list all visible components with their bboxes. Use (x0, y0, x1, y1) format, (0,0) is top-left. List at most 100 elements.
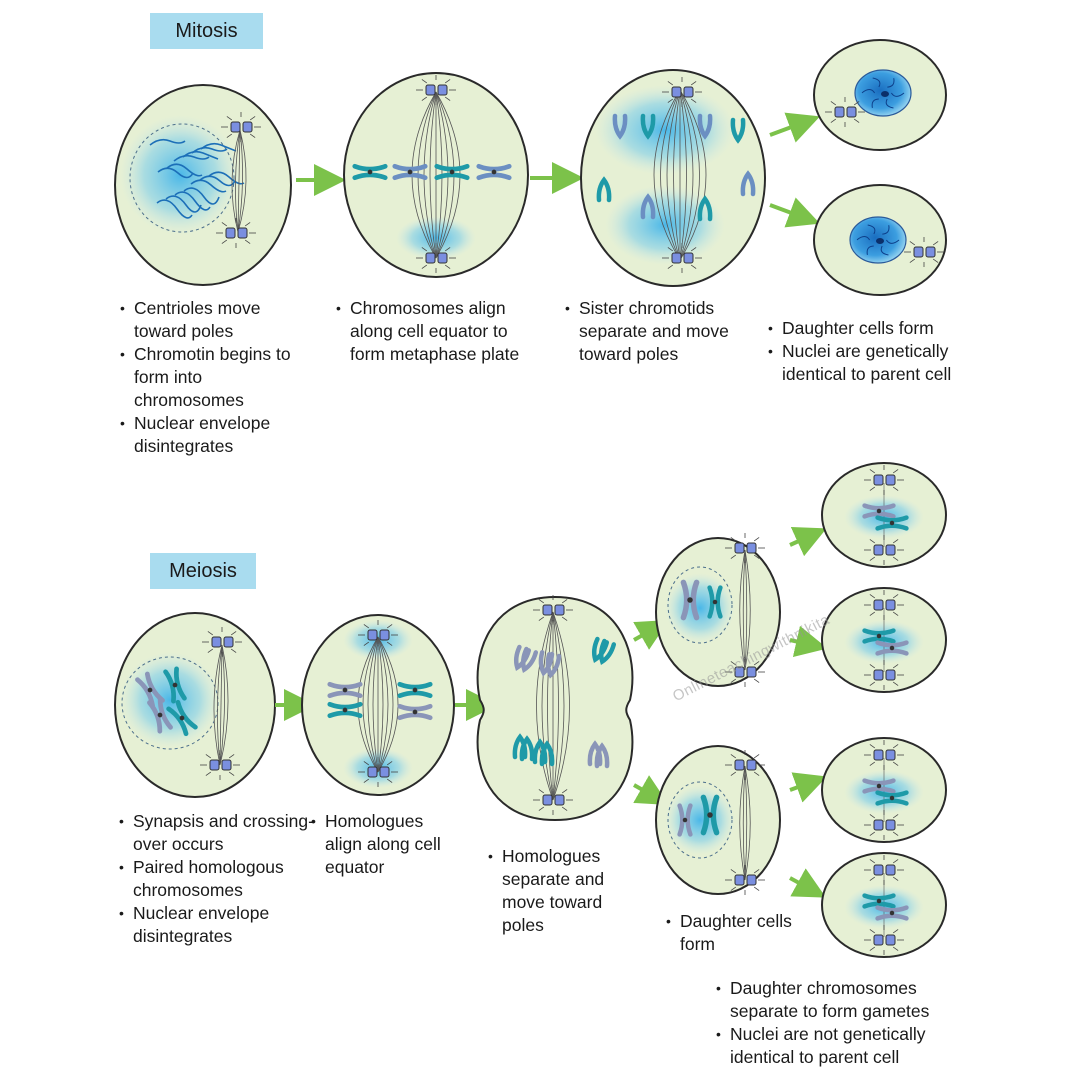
aster-ray (690, 264, 697, 269)
aster-ray (538, 616, 545, 621)
chromatid (862, 636, 896, 644)
chromatid (710, 794, 720, 836)
aster-ray (363, 624, 370, 629)
centromere (876, 633, 882, 639)
condensing-chromatin (165, 195, 202, 213)
centromere (682, 817, 688, 823)
chromatid (640, 193, 656, 220)
chromatid-arm (640, 193, 656, 220)
mitosis-step-4-notes: Daughter cells form Nuclei are genetical… (768, 317, 968, 386)
chromatid (875, 913, 909, 921)
chromatin (866, 245, 874, 255)
meiosis-step-1-notes: Synapsis and crossing-over occurs Paired… (119, 810, 319, 948)
aster-ray (892, 681, 899, 686)
centriole (873, 544, 884, 556)
chromatid-arm (513, 644, 532, 672)
aster-ray (561, 599, 568, 604)
aster-ray (892, 929, 899, 934)
aster-ray (690, 81, 697, 86)
chromatid (173, 666, 187, 701)
chromosome (677, 803, 693, 837)
spindle-fiber (237, 129, 247, 233)
aster-ray (444, 96, 451, 101)
centromere (889, 795, 895, 801)
nuclear-envelope (129, 123, 235, 233)
centriole (885, 669, 896, 681)
meiosis-step-5-notes: Daughter chromosomes separate to form ga… (716, 977, 976, 1069)
spindle-fiber (377, 636, 394, 773)
chromatid-arm (640, 113, 656, 140)
chromatid (875, 515, 909, 523)
aster-ray (561, 616, 568, 621)
condensing-chromatin (208, 171, 245, 185)
bullet: Synapsis and crossing-over occurs (119, 810, 319, 856)
centriole-pair (200, 750, 240, 780)
mitosis-cell-anaphase (580, 69, 766, 287)
aster-ray (421, 264, 428, 269)
aster-ray (753, 754, 760, 759)
aster-ray (421, 96, 428, 101)
chromatid (875, 905, 909, 913)
aster-ray (753, 771, 760, 776)
centromere (449, 169, 455, 175)
centromere (172, 682, 178, 688)
bullet: Daughter chromosomes separate to form ga… (716, 977, 976, 1023)
aster-ray (753, 678, 760, 683)
spindle-fiber (372, 636, 379, 773)
centriole (542, 794, 553, 806)
aster-ray (386, 641, 393, 646)
centriole-pair (864, 465, 904, 495)
chromatid (587, 740, 603, 767)
centromere (412, 687, 418, 693)
spindle-fiber (536, 611, 554, 801)
chromatid (434, 172, 470, 181)
mitosis-title: Mitosis (150, 13, 263, 49)
aster-ray (228, 754, 235, 759)
aster-ray (753, 661, 760, 666)
aster-ray (561, 789, 568, 794)
centromere (707, 812, 713, 818)
chromatid (476, 172, 512, 181)
meiosis-gamete-cell (821, 852, 947, 958)
centromere (342, 687, 348, 693)
aster-ray (830, 101, 837, 106)
chromatid (397, 681, 433, 690)
centromere (147, 687, 153, 693)
centriole-pair (904, 237, 944, 267)
chromosome (163, 666, 187, 704)
centriole (542, 604, 553, 616)
aster-ray (667, 247, 674, 252)
chromatid (875, 648, 909, 656)
chromatid (545, 652, 562, 679)
chromatid (352, 163, 388, 172)
meiosis-title: Meiosis (150, 553, 256, 589)
aster-ray (869, 539, 876, 544)
chromatid (862, 893, 896, 901)
aster-ray (230, 648, 237, 653)
chromatin (871, 98, 879, 108)
bullet: Homologues separate and move toward pole… (488, 845, 638, 937)
centriole (230, 121, 241, 133)
centriole (873, 599, 884, 611)
centriole (242, 121, 253, 133)
aster-ray (226, 116, 233, 121)
aster-ray (892, 539, 899, 544)
spindle-fiber (377, 636, 399, 773)
condensing-chromatin (200, 142, 237, 152)
aster-ray (226, 133, 233, 138)
centriole (746, 759, 757, 771)
chromatid (539, 740, 555, 767)
chromosome (700, 794, 720, 836)
nucleolus (876, 238, 884, 244)
aster-ray (869, 681, 876, 686)
centriole-pair (358, 757, 398, 787)
chromatin (867, 224, 876, 235)
centromere (876, 508, 882, 514)
chromatid (591, 636, 610, 664)
aster-ray (892, 744, 899, 749)
spindle-fiber (552, 611, 565, 801)
cytoplasm-highlight (595, 85, 735, 175)
chromatid (532, 738, 548, 765)
aster-ray (730, 754, 737, 759)
centriole (554, 794, 565, 806)
